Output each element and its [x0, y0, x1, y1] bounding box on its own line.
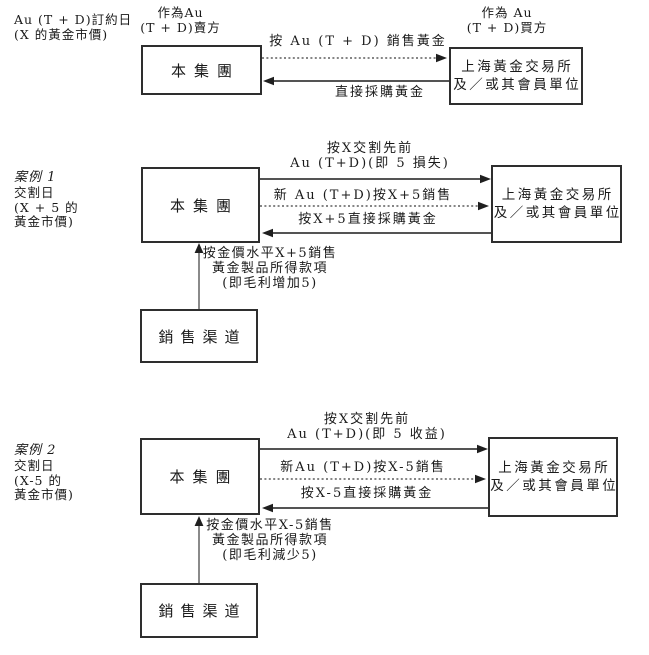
group-box-case1: 本集團: [141, 167, 260, 243]
case2-arrow-prior-delivery: [260, 444, 488, 454]
group-box-contract: 本集團: [141, 45, 262, 95]
case1-arrow2-label: 新 Au (T+D)按X+5銷售: [273, 188, 453, 203]
case1-side-label: 交割日 (X + 5 的 黃金市價): [14, 185, 79, 229]
exchange-box-case2: 上海黃金交易所 及／或其會員單位: [488, 437, 618, 517]
case1-arrow-new-autd-dashed: [260, 201, 489, 211]
case2-arrow2-label: 新Au (T+D)按X-5銷售: [280, 460, 446, 475]
case2-side-label: 交割日 (X-5 的 黃金市價): [14, 458, 74, 502]
case2-arrow3-label: 按X-5直接採購黃金: [300, 486, 434, 501]
case2-arrow-direct-procure: [262, 503, 488, 513]
case1-arrow1-label: 按X交割先前 Au (T+D)(即 5 損失): [290, 141, 450, 171]
case1-channel-arrow-label: 按金價水平X+5銷售 黃金製品所得款項 (即毛利增加5): [202, 246, 338, 291]
arrow-sell-gold-dashed: [262, 53, 447, 63]
exchange-box-label: 上海黃金交易所 及／或其會員單位: [453, 59, 582, 93]
exchange-role-label: 作為 Au (T + D)買方: [466, 5, 548, 35]
case2-arrow1-label: 按X交割先前 Au (T+D)(即 5 收益): [287, 412, 447, 442]
exchange-box-label: 上海黃金交易所 及／或其會員單位: [490, 460, 619, 494]
group-role-label: 作為Au (T + D)賣方: [140, 5, 221, 35]
group-box-label: 本集團: [169, 196, 239, 215]
exchange-box-case1: 上海黃金交易所 及／或其會員單位: [491, 165, 622, 243]
channel-box-label: 銷售渠道: [158, 602, 247, 620]
exchange-box-label: 上海黃金交易所 及／或其會員單位: [493, 187, 622, 221]
exchange-box-contract: 上海黃金交易所 及／或其會員單位: [449, 47, 583, 105]
group-box-label: 本集團: [170, 61, 240, 80]
arrow-sell-gold-label: 按 Au (T + D) 銷售黃金: [269, 34, 447, 49]
case1-arrow-prior-delivery: [260, 174, 491, 184]
case2-arrow-new-autd-dashed: [260, 474, 486, 484]
group-box-label: 本集團: [169, 468, 239, 486]
arrow-direct-procure: [263, 76, 449, 86]
case1-arrow-direct-procure: [262, 228, 491, 238]
case2-channel-arrow-label: 按金價水平X-5銷售 黃金製品所得款項 (即毛利減少5): [206, 518, 334, 563]
channel-box-case1: 銷售渠道: [140, 309, 258, 363]
channel-box-case2: 銷售渠道: [140, 583, 258, 638]
case1-title: 案例 1: [14, 170, 57, 185]
arrow-direct-procure-label: 直接採購黃金: [334, 85, 425, 100]
case1-arrow3-label: 按X+5直接採購黃金: [298, 212, 438, 227]
contract-date-side-label: Au (T + D)訂約日 (X 的黃金市價): [14, 12, 133, 42]
group-box-case2: 本集團: [140, 438, 260, 515]
case2-title: 案例 2: [14, 443, 57, 458]
channel-box-label: 銷售渠道: [158, 327, 247, 346]
